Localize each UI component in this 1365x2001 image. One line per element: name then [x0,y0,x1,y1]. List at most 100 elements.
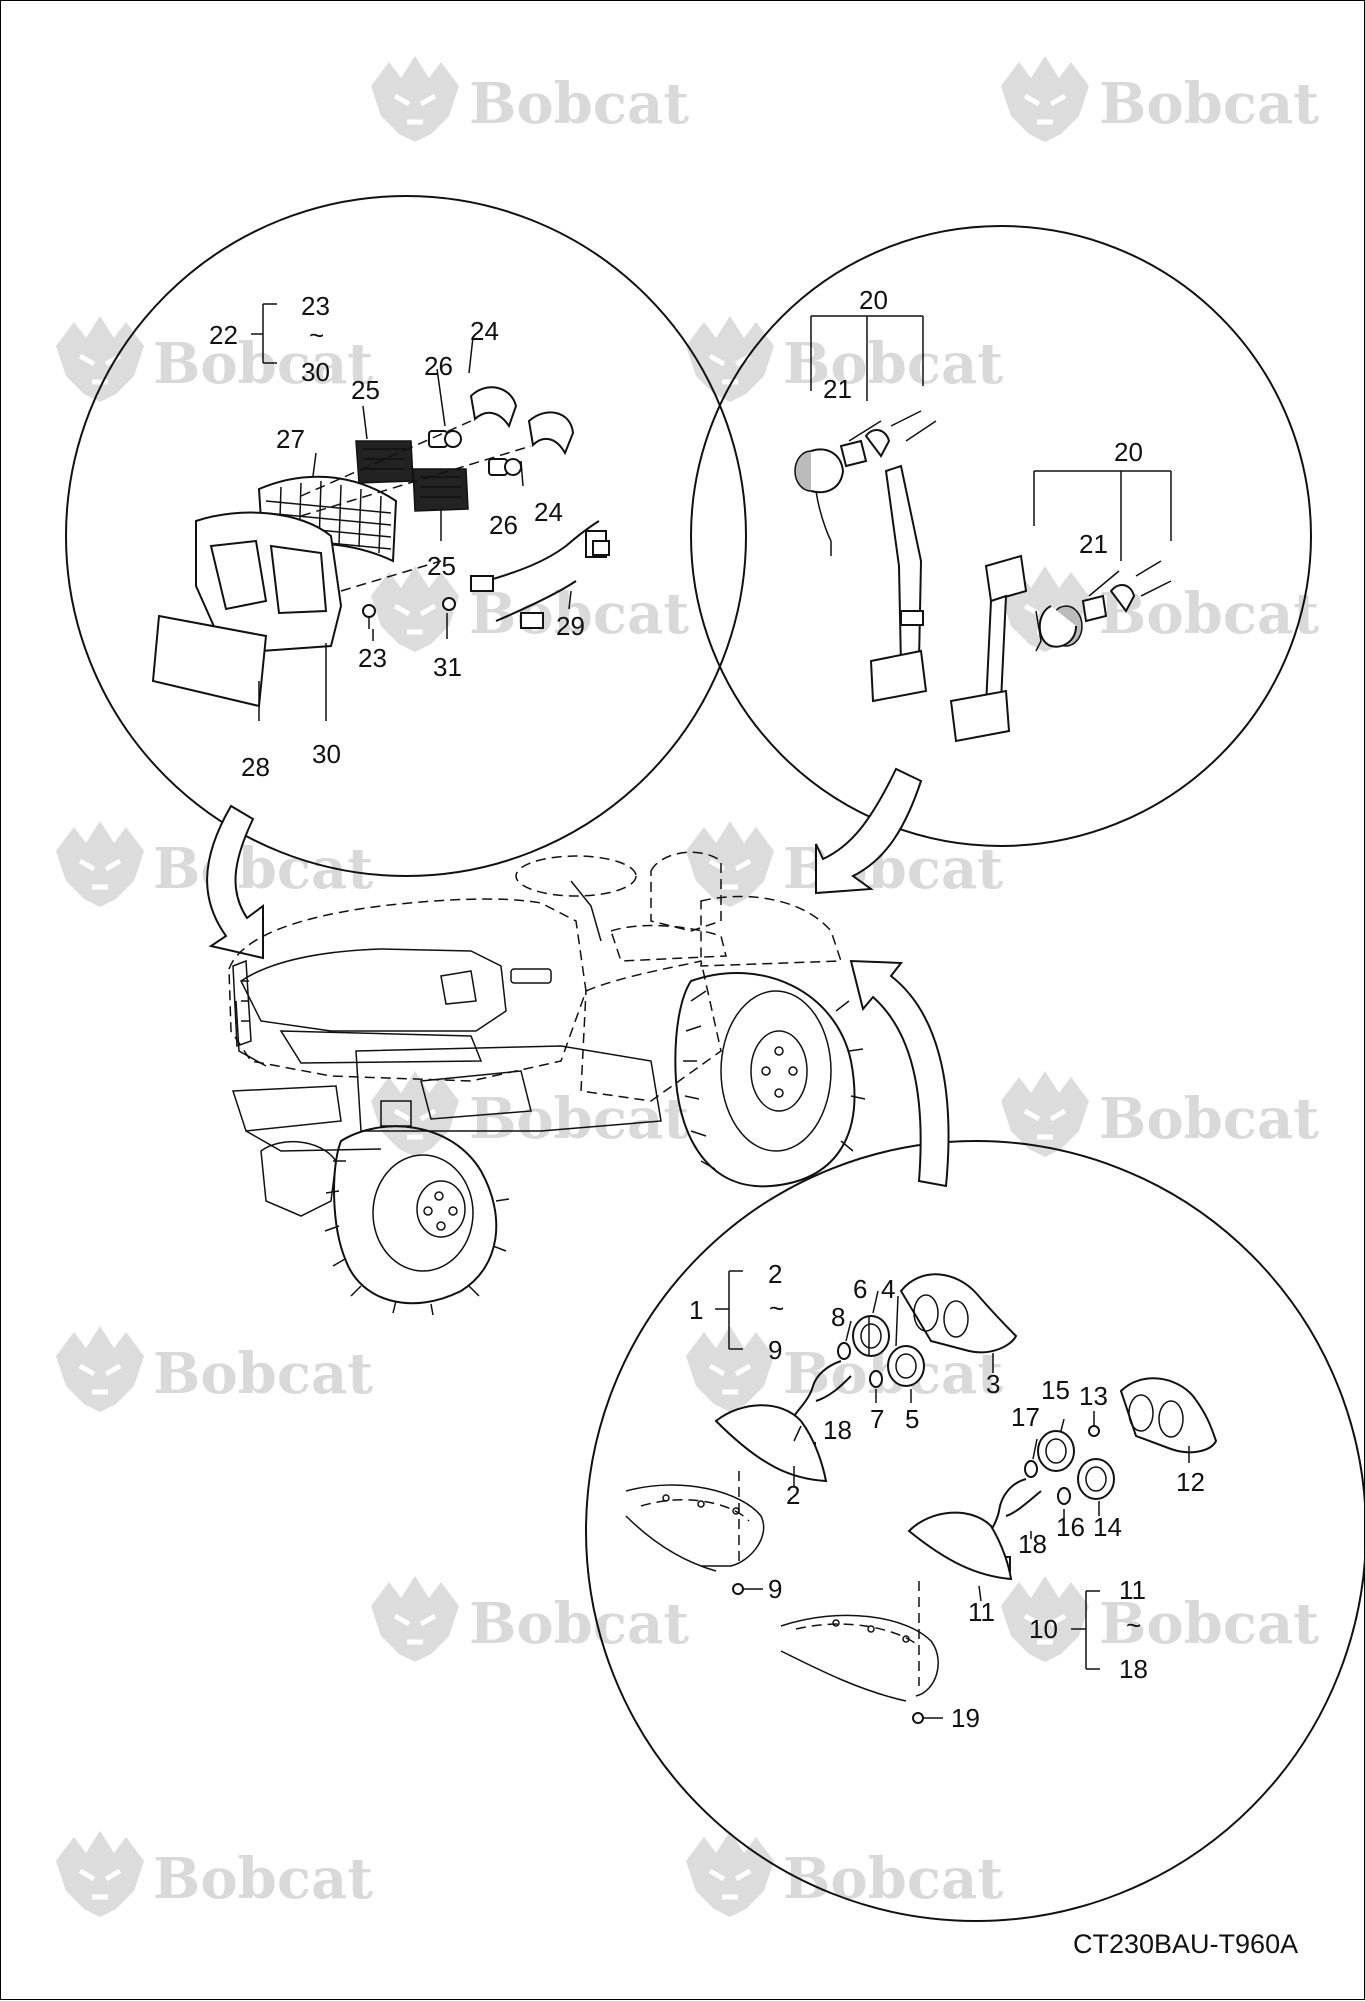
callout-15: 15 [1041,1375,1070,1405]
watermark-text: Bobcat [153,1846,373,1912]
bulb-upper [428,430,462,448]
watermark-text: Bobcat [469,581,689,647]
bobcat-logo [56,1831,144,1917]
callout-18-lower: 18 [1018,1529,1047,1559]
callout-5: 5 [905,1404,919,1434]
bobcat-logo [1001,1071,1089,1157]
bobcat-logo [371,56,459,142]
callout-9: 9 [768,1574,782,1604]
rear-wheel [674,972,866,1188]
watermark-row-8: Bobcat Bobcat [56,1831,1003,1917]
lamp-socket-14 [1077,1458,1115,1500]
screw-19 [912,1712,943,1724]
lamp-socket-6 [852,1315,890,1357]
arrow-work-light-to-tractor [815,767,923,895]
callout-2-range-top: 2 [768,1259,782,1289]
lamp-socket-5 [887,1345,925,1387]
callout-9-range-bottom: 9 [768,1335,782,1365]
work-light-assembly [794,315,1172,743]
callout-20-upper: 20 [859,285,888,315]
callout-24-upper: 24 [470,316,499,346]
headlight-bezel [195,511,343,653]
callout-18-upper: 18 [823,1415,852,1445]
bulb-17 [1024,1460,1038,1478]
callout-14: 14 [1093,1512,1122,1542]
bobcat-logo [1001,56,1089,142]
drawing-code: CT230BAU-T960A [1073,1929,1298,1959]
callout-7: 7 [870,1404,884,1434]
front-wheel [324,1125,510,1316]
bobcat-logo [686,1831,774,1917]
watermark-row-5: Bobcat Bobcat [371,1071,1319,1157]
lamp-socket-15 [1037,1430,1075,1472]
callout-23-range-top: 23 [301,291,330,321]
arrow-headlight-to-tractor [206,804,264,960]
tail-lens-11 [907,1511,1013,1581]
callout-30: 30 [312,739,341,769]
bobcat-logo [371,1576,459,1662]
screw-23 [362,604,376,629]
tail-lamp-housing-lower [1119,1377,1218,1454]
retainer-ring-lower [527,411,575,456]
callout-19: 19 [951,1703,980,1733]
tail-light-detail-circle [585,1140,1365,1922]
callout-17: 17 [1011,1402,1040,1432]
callout-29: 29 [556,611,585,641]
bobcat-logo [371,1071,459,1157]
callout-tilde-b: ~ [1126,1610,1141,1640]
callout-4: 4 [881,1274,895,1304]
callout-21-lower: 21 [1079,529,1108,559]
tail-lamp-housing-upper [899,1273,1018,1354]
watermark-text: Bobcat [469,1591,689,1657]
work-lamp-lower [1038,605,1083,648]
screw-9 [732,1583,763,1595]
callout-2: 2 [786,1480,800,1510]
watermark-text: Bobcat [153,1341,373,1407]
callout-22: 22 [209,320,238,350]
watermark-text: Bobcat [1099,1591,1319,1657]
work-lamp-upper [794,448,845,556]
screw-13 [1088,1411,1100,1437]
bobcat-watermarks: Bobcat Bobcat Bobcat Bobcat Bobcat Bobca… [56,56,1319,1917]
bulb-7 [869,1370,883,1388]
bobcat-logo [686,316,774,402]
callout-16: 16 [1056,1512,1085,1542]
callout-28: 28 [241,752,270,782]
watermark-text: Bobcat [469,1086,689,1152]
tail-light-assembly [625,1270,1218,1724]
bulb-16 [1057,1487,1071,1505]
tail-lens-2 [714,1404,828,1483]
watermark-text: Bobcat [783,331,1003,397]
mount-post-left [869,464,928,703]
callout-21-upper: 21 [823,374,852,404]
bobcat-logo [56,1326,144,1412]
callout-31: 31 [433,652,462,682]
tractor-illustration [228,851,866,1316]
bulb-lower [488,458,522,476]
headlight-assembly [151,303,610,721]
work-lamp-bracket-lower [1081,560,1172,623]
callout-26-lower: 26 [489,510,518,540]
work-light-detail-circle [690,225,1312,847]
callout-3: 3 [986,1369,1000,1399]
callout-12: 12 [1176,1467,1205,1497]
wiring-harness [470,520,610,629]
callout-tilde: ~ [309,320,324,350]
callout-27: 27 [276,424,305,454]
callout-13: 13 [1079,1381,1108,1411]
watermark-row-2: Bobcat Bobcat [56,316,1003,402]
headlight-detail-circle [65,195,747,877]
headlamp-unit-upper [355,440,414,484]
callout-tilde-a: ~ [769,1293,784,1323]
work-lamp-bracket-upper [839,410,937,468]
watermark-text: Bobcat [783,1846,1003,1912]
fender-right [780,1581,939,1702]
bobcat-logo [56,821,144,907]
arrow-tail-light-to-tractor [849,959,950,1188]
watermark-row-3: Bobcat Bobcat [371,566,1319,652]
callout-10: 10 [1029,1614,1058,1644]
callout-18-range-bottom: 18 [1119,1654,1148,1684]
bulb-8 [837,1342,851,1360]
